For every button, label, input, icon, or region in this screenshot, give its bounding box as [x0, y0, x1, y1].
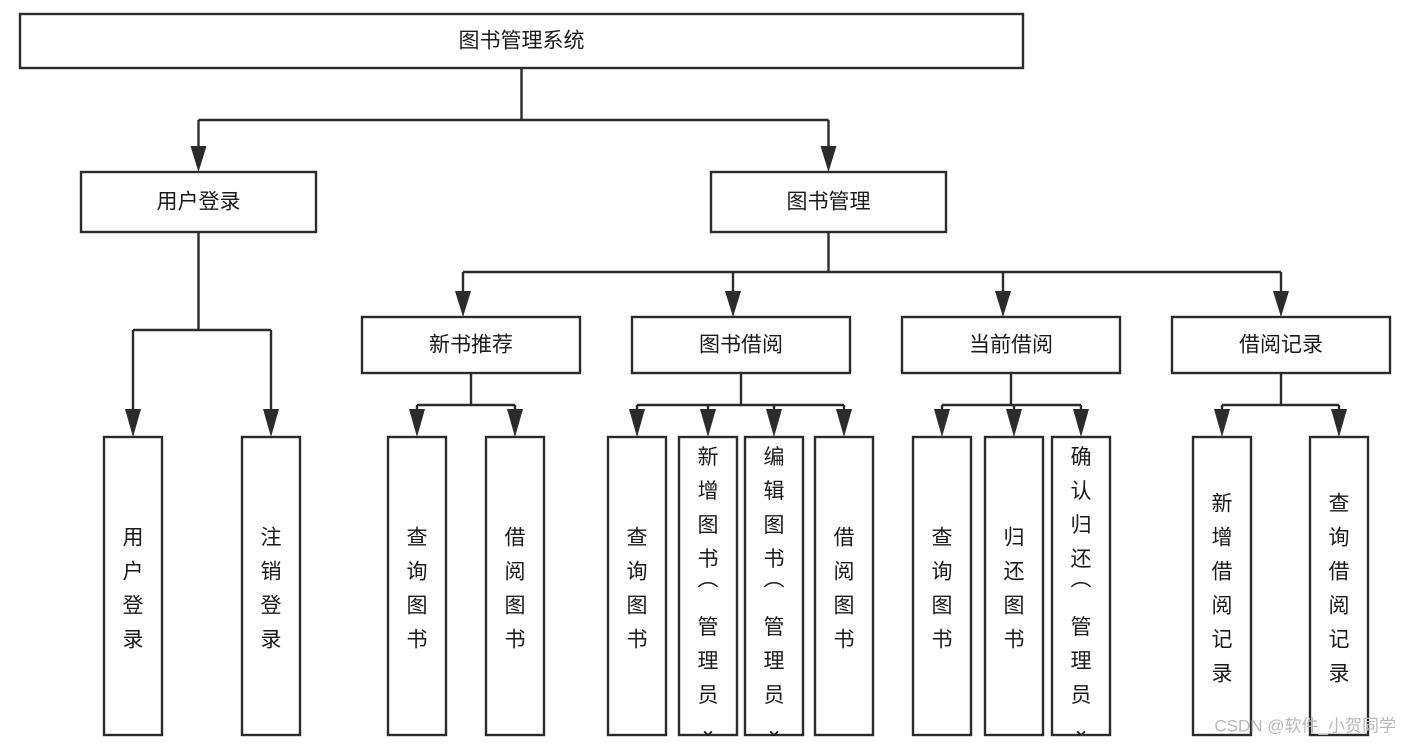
node-leaf-logout-login-box[interactable]	[240, 435, 302, 737]
node-leaf-query-borrow-record[interactable]: 查询借阅记录	[1308, 435, 1370, 737]
node-leaf-borrow-book-borrow-label: 借阅图书	[834, 527, 855, 652]
csdn-watermark: CSDN @软件_小贺同学	[1214, 716, 1396, 735]
node-root-system[interactable]: 图书管理系统	[18, 12, 1025, 70]
node-leaf-query-book-borrow-label: 查询图书	[627, 527, 648, 652]
node-leaf-borrow-book-recommend-label: 借阅图书	[505, 527, 526, 652]
node-current-borrow-box[interactable]	[900, 315, 1122, 375]
arrowhead-leaf-query-borrow-record	[1331, 409, 1347, 437]
node-leaf-borrow-book-recommend[interactable]: 借阅图书	[484, 435, 546, 737]
node-leaf-query-book-recommend-label: 查询图书	[407, 527, 428, 652]
node-book-manage-label: 图书管理	[787, 191, 871, 214]
arrowhead-leaf-user-login	[125, 409, 141, 437]
node-leaf-user-login[interactable]: 用户登录	[102, 435, 164, 737]
node-borrow-record-box[interactable]	[1170, 315, 1392, 375]
node-leaf-confirm-return-admin[interactable]: 确认归还⌒管理员⌄	[1050, 435, 1112, 741]
node-leaf-query-book-borrow-box[interactable]	[606, 435, 668, 737]
node-leaf-edit-book-admin-box[interactable]	[743, 435, 805, 737]
node-leaf-query-book-current-label: 查询图书	[932, 527, 953, 652]
node-leaf-query-book-borrow[interactable]: 查询图书	[606, 435, 668, 737]
connectors-layer	[125, 68, 1347, 437]
node-book-manage-box[interactable]	[709, 170, 948, 234]
arrowhead-leaf-return-book	[1006, 409, 1022, 437]
node-root-box[interactable]	[18, 12, 1025, 70]
node-new-book-recommend-label: 新书推荐	[429, 334, 513, 357]
node-book-borrow[interactable]: 图书借阅	[630, 315, 852, 375]
node-leaf-return-book-label: 归还图书	[1004, 527, 1025, 652]
node-user-login-label: 用户登录	[157, 191, 241, 214]
node-leaf-confirm-return-admin-label: 确认归还⌒管理员⌄	[1071, 446, 1092, 741]
arrowhead-book-manage	[820, 146, 837, 172]
node-root-label: 图书管理系统	[459, 30, 585, 53]
arrowhead-leaf-add-borrow-record	[1214, 409, 1230, 437]
node-leaf-query-book-current-box[interactable]	[911, 435, 973, 737]
node-leaf-add-book-admin[interactable]: 新增图书⌒管理员⌄	[677, 435, 739, 741]
node-leaf-query-borrow-record-box[interactable]	[1308, 435, 1370, 737]
node-leaf-add-borrow-record-box[interactable]	[1191, 435, 1253, 737]
arrowhead-leaf-logout-login	[263, 409, 279, 437]
node-leaf-return-book-box[interactable]	[983, 435, 1045, 737]
node-leaf-add-book-admin-label: 新增图书⌒管理员⌄	[698, 446, 719, 741]
node-leaf-user-login-box[interactable]	[102, 435, 164, 737]
arrowhead-book-borrow	[725, 291, 741, 317]
arrowhead-leaf-query-book-recommend	[409, 409, 425, 437]
arrowhead-borrow-record	[1273, 291, 1289, 317]
node-book-borrow-label: 图书借阅	[699, 334, 783, 357]
node-borrow-record-label: 借阅记录	[1239, 334, 1323, 357]
arrowhead-user-login	[190, 146, 207, 172]
node-book-manage[interactable]: 图书管理	[709, 170, 948, 234]
arrowhead-leaf-borrow-book-recommend	[507, 409, 523, 437]
node-leaf-borrow-book-borrow-box[interactable]	[813, 435, 875, 737]
node-leaf-confirm-return-admin-box[interactable]	[1050, 435, 1112, 737]
node-book-borrow-box[interactable]	[630, 315, 852, 375]
arrowhead-leaf-edit-book-admin	[766, 409, 782, 437]
node-leaf-add-borrow-record[interactable]: 新增借阅记录	[1191, 435, 1253, 737]
node-leaf-add-borrow-record-label: 新增借阅记录	[1212, 493, 1233, 686]
node-new-book-recommend[interactable]: 新书推荐	[360, 315, 582, 375]
node-user-login[interactable]: 用户登录	[79, 170, 318, 234]
arrowhead-leaf-query-book-borrow	[629, 409, 645, 437]
arrowhead-leaf-query-book-current	[934, 409, 950, 437]
node-leaf-logout-login[interactable]: 注销登录	[240, 435, 302, 737]
leaf-nodes-layer: 用户登录 注销登录 查询图书 借阅图书 查询图书 新增图书⌒管理员⌄	[102, 435, 1370, 741]
node-leaf-query-borrow-record-label: 查询借阅记录	[1329, 493, 1350, 686]
node-leaf-edit-book-admin[interactable]: 编辑图书⌒管理员⌄	[743, 435, 805, 741]
node-leaf-user-login-label: 用户登录	[123, 527, 144, 652]
node-leaf-return-book[interactable]: 归还图书	[983, 435, 1045, 737]
node-leaf-edit-book-admin-label: 编辑图书⌒管理员⌄	[764, 446, 785, 741]
arrowhead-leaf-borrow-book-borrow	[836, 409, 852, 437]
node-leaf-query-book-current[interactable]: 查询图书	[911, 435, 973, 737]
node-current-borrow[interactable]: 当前借阅	[900, 315, 1122, 375]
node-leaf-borrow-book-borrow[interactable]: 借阅图书	[813, 435, 875, 737]
arrowhead-current-borrow	[995, 291, 1011, 317]
arrowhead-leaf-add-book-admin	[700, 409, 716, 437]
node-leaf-borrow-book-recommend-box[interactable]	[484, 435, 546, 737]
arrowhead-leaf-confirm-return-admin	[1073, 409, 1089, 437]
node-user-login-box[interactable]	[79, 170, 318, 234]
node-leaf-logout-login-label: 注销登录	[261, 527, 282, 652]
arrowhead-new-book-recommend	[455, 291, 471, 317]
node-current-borrow-label: 当前借阅	[969, 334, 1053, 357]
node-leaf-add-book-admin-box[interactable]	[677, 435, 739, 737]
node-borrow-record[interactable]: 借阅记录	[1170, 315, 1392, 375]
node-leaf-query-book-recommend-box[interactable]	[386, 435, 448, 737]
node-leaf-query-book-recommend[interactable]: 查询图书	[386, 435, 448, 737]
node-new-book-recommend-box[interactable]	[360, 315, 582, 375]
